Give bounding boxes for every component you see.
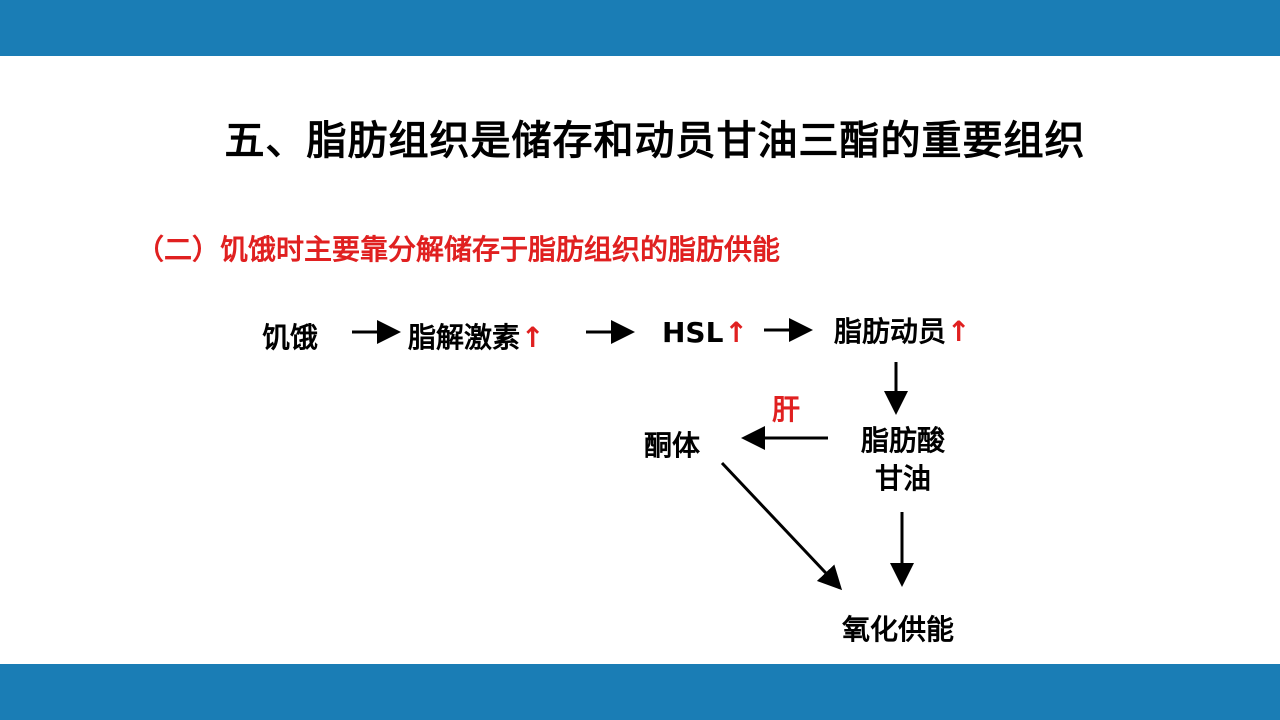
node-lipolytic-hormone-label: 脂解激素 [408, 321, 521, 354]
bottom-banner [0, 664, 1280, 720]
slide-subtitle: （二）饥饿时主要靠分解储存于脂肪组织的脂肪供能 [136, 233, 781, 266]
arrow-ketone-to-oxidation [720, 461, 843, 591]
edge-label-liver: 肝 [772, 393, 801, 426]
slide-title: 五、脂肪组织是储存和动员甘油三酯的重要组织 [224, 118, 1086, 164]
up-arrow-icon: ↑ [947, 315, 971, 348]
node-hunger: 饥饿 [262, 316, 318, 356]
node-hsl: HSL↑ [662, 316, 748, 349]
up-arrow-icon: ↑ [521, 321, 545, 354]
node-lipolytic-hormone: 脂解激素↑ [408, 316, 544, 356]
node-fatty-acid-label: 脂肪酸 [860, 424, 945, 457]
node-fat-mobilization-label: 脂肪动员 [834, 315, 947, 348]
node-products: 脂肪酸 甘油 [850, 422, 956, 498]
up-arrow-icon: ↑ [724, 316, 748, 349]
node-hsl-label: HSL [662, 316, 724, 349]
top-banner [0, 0, 1280, 56]
node-ketone-body-label: 酮体 [644, 429, 701, 462]
node-ketone-body: 酮体 [644, 424, 700, 464]
node-glycerol-label: 甘油 [874, 462, 931, 495]
node-fat-mobilization: 脂肪动员↑ [834, 310, 970, 350]
node-oxidation-energy: 氧化供能 [842, 608, 954, 648]
node-oxidation-energy-label: 氧化供能 [842, 613, 955, 646]
node-hunger-label: 饥饿 [262, 321, 319, 354]
